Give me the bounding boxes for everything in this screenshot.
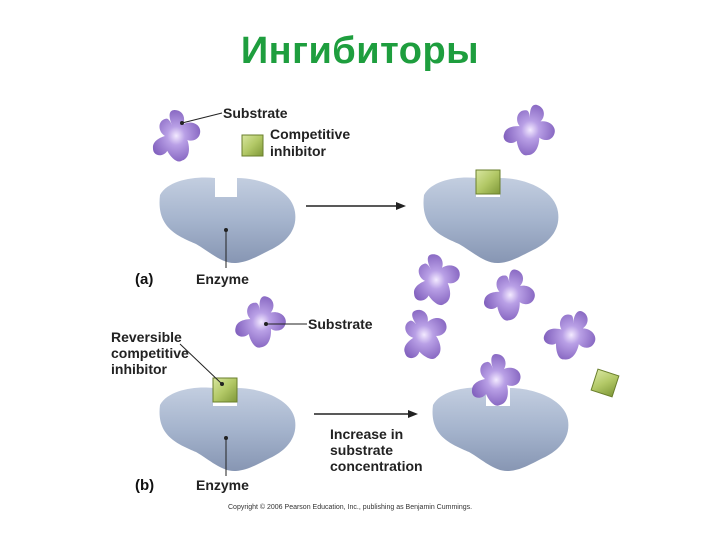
enzyme-shape-inhibited <box>423 177 559 264</box>
inhibitor-label-a-line1: Competitive <box>270 126 350 142</box>
free-substrate-molecule <box>407 250 465 310</box>
inhibitor-square <box>241 134 264 157</box>
substrate-molecule <box>232 292 290 352</box>
copyright-text: Copyright © 2006 Pearson Education, Inc.… <box>228 503 472 511</box>
free-inhibitor-square <box>590 368 620 398</box>
panel-a: Substrate Competitive inhibitor (a) Enzy… <box>135 98 561 288</box>
arrow-label-line3: concentration <box>330 458 423 474</box>
panel-b: Substrate Reversible competitive inhibit… <box>111 250 620 494</box>
substrate-label-a: Substrate <box>223 105 288 121</box>
enzyme-shape <box>159 177 296 264</box>
panel-a-tag: (a) <box>135 271 153 288</box>
bound-inhibitor-square <box>475 169 501 195</box>
free-substrate-molecule <box>481 264 540 326</box>
bound-inhibitor-square <box>212 377 238 403</box>
panel-b-tag: (b) <box>135 477 154 494</box>
free-substrate-molecule <box>538 301 605 369</box>
arrow-label-line1: Increase in <box>330 426 403 442</box>
arrow-label-line2: substrate <box>330 442 393 458</box>
free-substrate-molecule <box>392 302 456 368</box>
inhibitor-label-a-line2: inhibitor <box>270 143 327 159</box>
enzyme-label-a: Enzyme <box>196 271 249 287</box>
inhibitor-label-b-line1: Reversible <box>111 329 182 345</box>
page-title: Ингибиторы <box>240 30 480 72</box>
enzyme-shape <box>159 387 296 472</box>
inhibitor-label-b-line3: inhibitor <box>111 361 168 377</box>
substrate-molecule <box>149 107 203 164</box>
enzyme-shape-substrate-bound <box>432 387 569 472</box>
enzyme-label-b: Enzyme <box>196 477 249 493</box>
free-substrate-molecule <box>500 98 561 162</box>
inhibitor-label-b-line2: competitive <box>111 345 189 361</box>
substrate-label-b: Substrate <box>308 316 373 332</box>
